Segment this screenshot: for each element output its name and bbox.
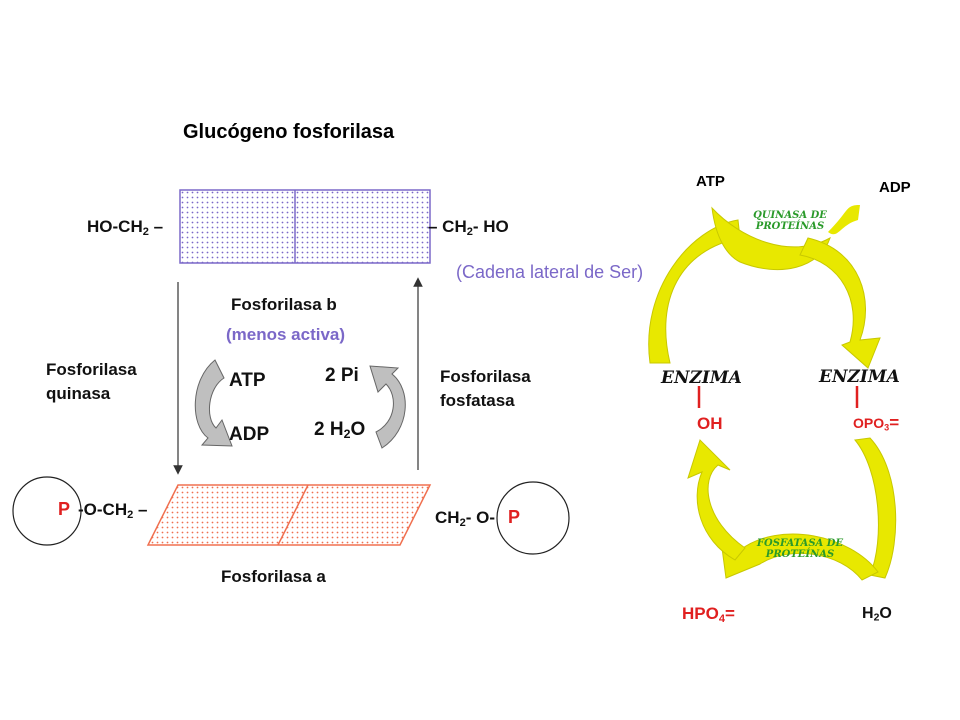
phosphatase-label-line1: Fosforilasa — [440, 367, 531, 386]
phosphatase-label-line2: fosfatasa — [440, 391, 515, 410]
phosphate-p-left: P — [58, 499, 71, 519]
phosphate-circle-right — [496, 481, 570, 555]
top-left-group: HO-CH2 – — [87, 217, 164, 238]
two-pi-label: 2 Pi — [325, 365, 359, 386]
hydrogen-phosphate-label: HPO4= — [682, 604, 735, 625]
two-water-label: 2 H2O — [314, 419, 366, 442]
phosphorylase-a-dimer — [146, 484, 432, 546]
phosphate-circle-left — [12, 476, 82, 546]
top-right-group: – CH2- HO — [428, 217, 509, 238]
phosphate-group-label: OPO3= — [853, 413, 900, 433]
phosphatase-enzyme-label: FOSFATASA DE PROTEÍNAS — [756, 538, 844, 560]
enzyme-label-right: ENZIMA — [819, 367, 900, 387]
bottom-left-group: -O-CH2 – — [78, 500, 148, 521]
enzyme-label-left: ENZIMA — [661, 368, 742, 388]
side-chain-note: (Cadena lateral de Ser) — [456, 262, 644, 282]
phosphorylase-b-dimer — [179, 189, 431, 264]
less-active-label: (menos activa) — [226, 325, 346, 344]
water-label-right: H2O — [862, 605, 892, 624]
phosphorylase-a-label: Fosforilasa a — [221, 567, 326, 586]
hydroxyl-label: OH — [697, 414, 723, 433]
yellow-arrow-kinase — [648, 205, 881, 369]
gray-curved-arrow-right — [369, 365, 406, 449]
atp-label-right: ATP — [696, 173, 725, 190]
phosphorylase-b-label: Fosforilasa b — [231, 295, 337, 314]
kinase-enzyme-label: QUINASA DE PROTEÍNAS — [753, 210, 827, 232]
atp-label-left: ATP — [229, 370, 266, 391]
kinase-label-line2: quinasa — [46, 384, 111, 403]
diagram-title: Glucógeno fosforilasa — [183, 121, 395, 143]
gray-curved-arrow-left — [194, 359, 233, 447]
yellow-arrow-phosphatase — [687, 437, 897, 581]
bottom-right-group: CH2- O- — [435, 508, 495, 529]
kinase-label-line1: Fosforilasa — [46, 360, 137, 379]
phosphate-p-right: P — [508, 507, 521, 527]
adp-label-right: ADP — [879, 179, 911, 196]
adp-label-left: ADP — [229, 424, 270, 445]
